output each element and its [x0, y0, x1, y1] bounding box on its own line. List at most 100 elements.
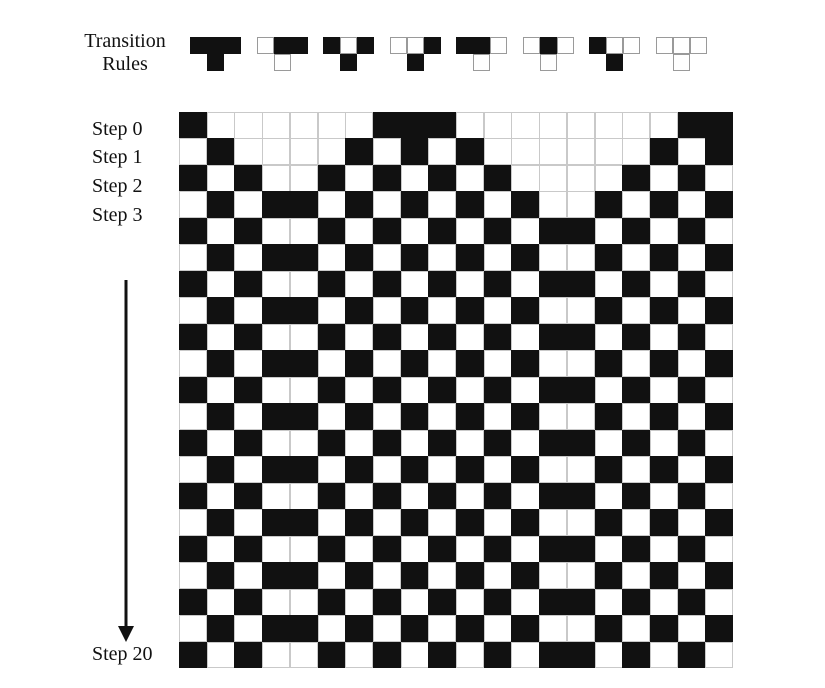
grid-cell-step-2-col-6: [345, 164, 374, 192]
grid-cell-step-12-col-19: [705, 429, 734, 457]
rule-0-neighborhood-cell-1: [207, 37, 224, 54]
grid-cell-step-2-col-9: [428, 164, 457, 192]
grid-cell-step-11-col-8: [400, 403, 429, 431]
grid-cell-step-12-col-6: [345, 429, 374, 457]
grid-cell-step-17-col-8: [400, 562, 429, 590]
grid-cell-step-19-col-0: [179, 615, 208, 643]
grid-cell-step-7-col-18: [677, 297, 706, 325]
grid-cell-step-16-col-8: [400, 535, 429, 563]
grid-cell-step-1-col-18: [677, 138, 706, 166]
grid-cell-step-10-col-16: [622, 376, 651, 404]
grid-cell-step-18-col-6: [345, 588, 374, 616]
grid-cell-step-7-col-15: [594, 297, 623, 325]
grid-cell-step-13-col-10: [456, 456, 485, 484]
grid-cell-step-9-col-9: [428, 350, 457, 378]
grid-cell-step-8-col-9: [428, 323, 457, 351]
grid-cell-step-6-col-8: [400, 270, 429, 298]
grid-cell-step-14-col-18: [677, 482, 706, 510]
grid-cell-step-17-col-0: [179, 562, 208, 590]
rule-4-neighborhood-cell-2: [490, 37, 507, 54]
grid-cell-step-0-col-18: [677, 112, 706, 139]
grid-cell-step-1-col-13: [539, 138, 568, 166]
grid-cell-step-17-col-14: [566, 562, 595, 590]
grid-cell-step-1-col-4: [289, 138, 318, 166]
grid-cell-step-14-col-2: [234, 482, 263, 510]
grid-cell-step-9-col-11: [483, 350, 512, 378]
grid-cell-step-2-col-19: [705, 164, 734, 192]
rule-2-neighborhood-cell-2: [357, 37, 374, 54]
grid-cell-step-9-col-3: [262, 350, 291, 378]
grid-cell-step-7-col-8: [400, 297, 429, 325]
grid-cell-step-7-col-11: [483, 297, 512, 325]
grid-cell-step-4-col-8: [400, 217, 429, 245]
grid-cell-step-8-col-8: [400, 323, 429, 351]
grid-cell-step-10-col-10: [456, 376, 485, 404]
grid-cell-step-12-col-4: [289, 429, 318, 457]
rule-5-neighborhood-cell-2: [557, 37, 574, 54]
grid-cell-step-8-col-14: [566, 323, 595, 351]
grid-cell-step-20-col-11: [483, 641, 512, 669]
grid-cell-step-11-col-16: [622, 403, 651, 431]
grid-cell-step-1-col-5: [317, 138, 346, 166]
grid-cell-step-15-col-2: [234, 509, 263, 537]
step-1-label: Step 1: [92, 146, 143, 168]
grid-cell-step-3-col-2: [234, 191, 263, 219]
grid-cell-step-9-col-8: [400, 350, 429, 378]
grid-cell-step-8-col-0: [179, 323, 208, 351]
grid-cell-step-3-col-18: [677, 191, 706, 219]
grid-cell-step-14-col-4: [289, 482, 318, 510]
grid-cell-step-16-col-2: [234, 535, 263, 563]
grid-cell-step-17-col-19: [705, 562, 734, 590]
grid-cell-step-19-col-7: [372, 615, 402, 643]
grid-cell-step-2-col-7: [372, 164, 402, 192]
grid-cell-step-2-col-12: [511, 164, 540, 192]
grid-cell-step-16-col-17: [649, 535, 679, 563]
grid-cell-step-13-col-1: [206, 456, 235, 484]
grid-cell-step-14-col-15: [594, 482, 623, 510]
grid-cell-step-15-col-16: [622, 509, 651, 537]
grid-cell-step-3-col-3: [262, 191, 291, 219]
rule-5-neighborhood-cell-1: [540, 37, 557, 54]
grid-cell-step-20-col-9: [428, 641, 457, 669]
grid-cell-step-1-col-14: [566, 138, 595, 166]
grid-cell-step-8-col-2: [234, 323, 263, 351]
time-arrow-icon: [118, 280, 134, 642]
grid-cell-step-2-col-13: [539, 164, 568, 192]
grid-cell-step-13-col-7: [372, 456, 402, 484]
grid-cell-step-12-col-9: [428, 429, 457, 457]
grid-cell-step-14-col-10: [456, 482, 485, 510]
grid-cell-step-12-col-1: [206, 429, 235, 457]
grid-cell-step-12-col-0: [179, 429, 208, 457]
grid-cell-step-14-col-3: [262, 482, 291, 510]
grid-cell-step-13-col-11: [483, 456, 512, 484]
grid-cell-step-1-col-19: [705, 138, 734, 166]
grid-cell-step-7-col-17: [649, 297, 679, 325]
grid-cell-step-10-col-11: [483, 376, 512, 404]
grid-cell-step-5-col-4: [289, 244, 318, 272]
grid-cell-step-17-col-9: [428, 562, 457, 590]
grid-cell-step-20-col-17: [649, 641, 679, 669]
grid-cell-step-11-col-1: [206, 403, 235, 431]
grid-cell-step-16-col-5: [317, 535, 346, 563]
grid-cell-step-15-col-9: [428, 509, 457, 537]
grid-cell-step-17-col-12: [511, 562, 540, 590]
grid-cell-step-10-col-17: [649, 376, 679, 404]
rule-0-neighborhood-cell-0: [190, 37, 207, 54]
grid-cell-step-16-col-13: [539, 535, 568, 563]
rule-5-result-cell: [540, 54, 557, 71]
grid-cell-step-16-col-0: [179, 535, 208, 563]
grid-cell-step-9-col-5: [317, 350, 346, 378]
grid-cell-step-5-col-5: [317, 244, 346, 272]
grid-cell-step-7-col-1: [206, 297, 235, 325]
grid-cell-step-0-col-19: [705, 112, 734, 139]
grid-cell-step-7-col-9: [428, 297, 457, 325]
grid-cell-step-8-col-3: [262, 323, 291, 351]
grid-cell-step-11-col-0: [179, 403, 208, 431]
grid-cell-step-9-col-12: [511, 350, 540, 378]
grid-cell-step-1-col-7: [372, 138, 402, 166]
grid-cell-step-6-col-9: [428, 270, 457, 298]
grid-cell-step-15-col-11: [483, 509, 512, 537]
rule-1-neighborhood-cell-0: [257, 37, 274, 54]
grid-cell-step-7-col-0: [179, 297, 208, 325]
grid-cell-step-1-col-3: [262, 138, 291, 166]
